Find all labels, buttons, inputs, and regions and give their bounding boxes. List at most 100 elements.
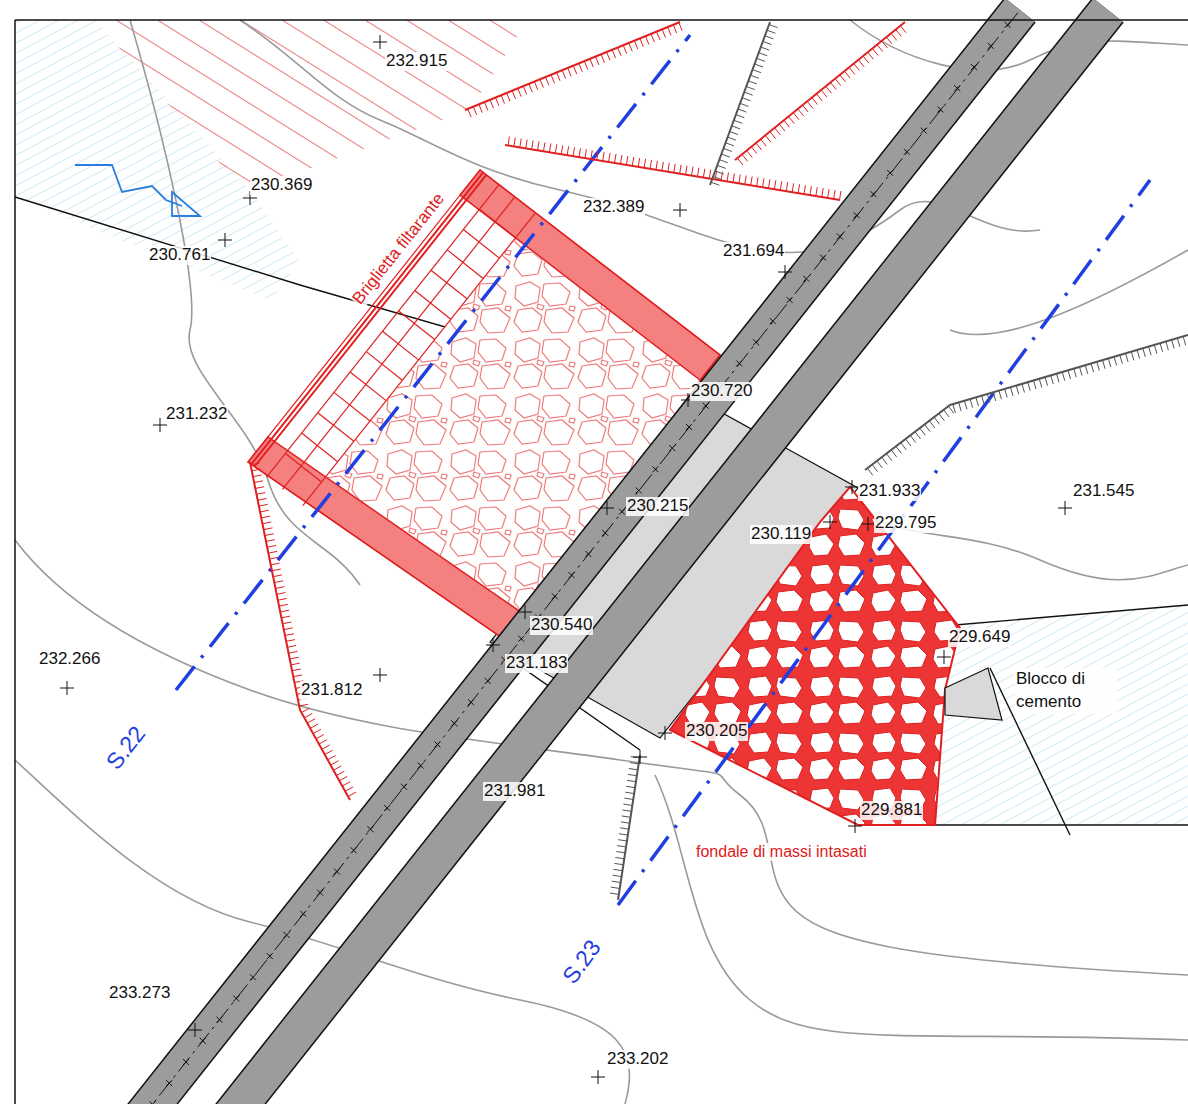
track-cross [736,360,742,366]
hachure-line [710,22,770,185]
elevation-label: 229.795 [874,514,937,533]
filter-bar [480,209,516,238]
hachure-ticks [737,26,906,165]
survey-point [591,1070,605,1084]
track-cross [971,64,977,70]
structure-label: Briglietta filtarante [349,189,450,309]
track-axis [140,10,1020,1104]
elevation-label: 230.761 [148,246,211,265]
track-cross [166,1080,172,1086]
track-cross [351,847,357,853]
filter-strip [251,172,535,505]
track-cross [418,763,424,769]
track-cross [619,509,625,515]
survey-point [60,681,74,695]
survey-point [861,517,875,531]
elevation-label: 230.540 [530,616,593,635]
elevation-label: 232.389 [582,198,645,217]
elevation-label: 231.812 [300,681,363,700]
track-cross [468,699,474,705]
bed-label: fondale di massi intasati [695,843,868,861]
track-cross [552,593,558,599]
bank-hatch [95,20,528,192]
elevation-label: 231.545 [1072,482,1135,501]
hachure-ticks [867,336,1185,475]
track-cross [602,530,608,536]
track-cross [854,212,860,218]
track-cross [334,868,340,874]
survey-point [778,265,792,279]
track-cross [921,128,927,134]
track-cross [317,890,323,896]
track-cross [569,572,575,578]
survey-point [373,35,387,49]
track-cross [770,318,776,324]
map-frame [15,20,1188,1104]
filter-bar [285,453,321,482]
track-cross [954,85,960,91]
filter-bar [382,331,418,360]
track-cross [200,1038,206,1044]
track-cross [451,720,457,726]
track-cross [787,297,793,303]
survey-point [658,726,672,740]
survey-point [937,650,951,664]
section-lines [176,35,1150,905]
flow-arrow [75,165,200,216]
track-cross [686,424,692,430]
elevation-label: 233.273 [108,984,171,1003]
filter-bar [415,291,451,320]
cement-block [945,668,1002,720]
survey-point [845,480,859,494]
track-cross [820,255,826,261]
elevation-label: 232.915 [385,52,448,71]
hachure-ticks [711,25,777,186]
hachure-ticks [508,137,841,200]
railway [140,10,1108,1104]
block-label: Blocco di cemento [1015,668,1117,714]
track-cross [401,784,407,790]
elevation-label: 231.232 [165,405,228,424]
track-cross [753,339,759,345]
elevation-label: 232.266 [38,650,101,669]
track-cross [267,953,273,959]
track-cross [988,43,994,49]
filter-bar [334,392,370,421]
elevation-label: 229.881 [860,801,923,820]
filter-line [303,214,535,506]
track-cross [636,487,642,493]
survey-point [600,501,614,515]
elevation-label: 230.119 [750,525,812,544]
track-cross [434,741,440,747]
hachure-line [250,462,350,800]
track-cross [652,466,658,472]
hachure-ticks [610,757,640,895]
track-cross [1005,22,1011,28]
track-cross [216,1017,222,1023]
elevation-label: 231.981 [483,782,546,801]
track-cross [183,1059,189,1065]
survey-point [823,515,837,529]
elevation-label: 231.183 [505,654,568,673]
filter-bar [463,230,499,259]
survey-point [373,668,387,682]
elevation-label: 231.694 [722,242,785,261]
track-cross [803,276,809,282]
track-cross [703,403,709,409]
track-cross [233,995,239,1001]
track-cross [669,445,675,451]
survey-point [848,819,862,833]
track-cross [149,1101,155,1104]
filter-line [254,175,486,467]
filter-line [251,172,483,464]
section-label: S.22 [101,721,151,775]
elevation-label: 230.369 [250,176,313,195]
section-label: S.23 [557,935,606,990]
track-cross [250,974,256,980]
track-cross [518,636,524,642]
survey-point [188,1023,202,1037]
elevation-label: 230.205 [685,722,748,741]
elevation-label: 231.933 [858,482,921,501]
